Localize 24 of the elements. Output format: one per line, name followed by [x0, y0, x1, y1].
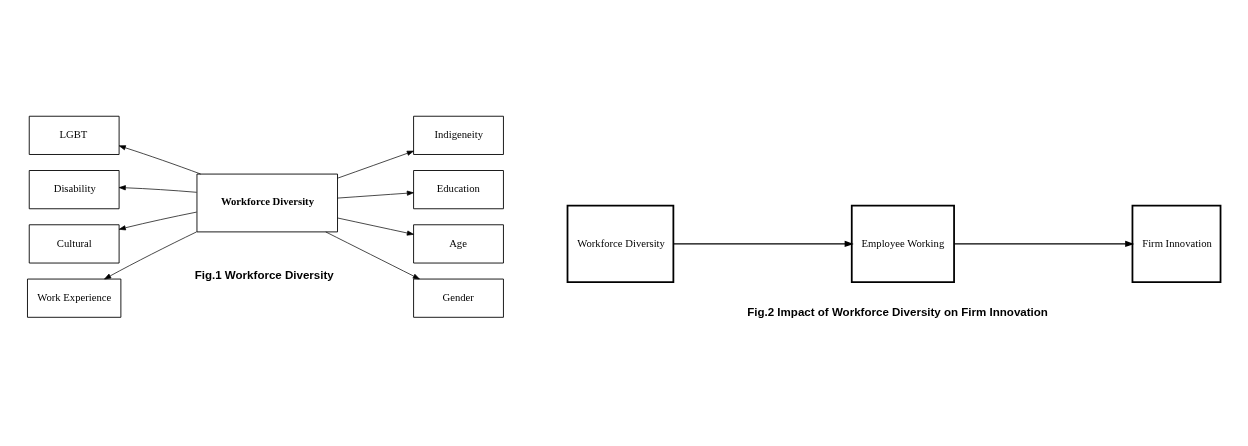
label: Fig.2 Impact of Workforce Diversity on Firm Innovation: [747, 306, 1048, 319]
node-box: Education: [413, 170, 504, 210]
node-box: Age: [413, 224, 504, 264]
arrow: [337, 217, 414, 236]
arrow: [672, 240, 854, 248]
node-box: Cultural: [28, 224, 120, 264]
node-box: Disability: [28, 170, 120, 210]
arrow: [118, 145, 202, 175]
node-box: LGBT: [28, 115, 120, 155]
node-box: Work Experience: [27, 278, 122, 318]
node-box: Firm Innovation: [1131, 204, 1222, 284]
arrow: [953, 240, 1135, 248]
node-box: Workforce Diversity: [196, 173, 338, 233]
arrow: [337, 190, 414, 199]
arrow: [325, 231, 420, 280]
arrow: [337, 150, 414, 179]
arrow: [118, 211, 197, 231]
node-box: Gender: [413, 278, 504, 318]
arrow: [118, 185, 197, 193]
node-box: Employee Working: [850, 204, 955, 284]
node-box: Indigeneity: [413, 115, 504, 155]
label: Fig.1 Workforce Diversity: [194, 268, 334, 281]
arrow: [104, 231, 198, 280]
node-box: Workforce Diversity: [566, 204, 675, 284]
